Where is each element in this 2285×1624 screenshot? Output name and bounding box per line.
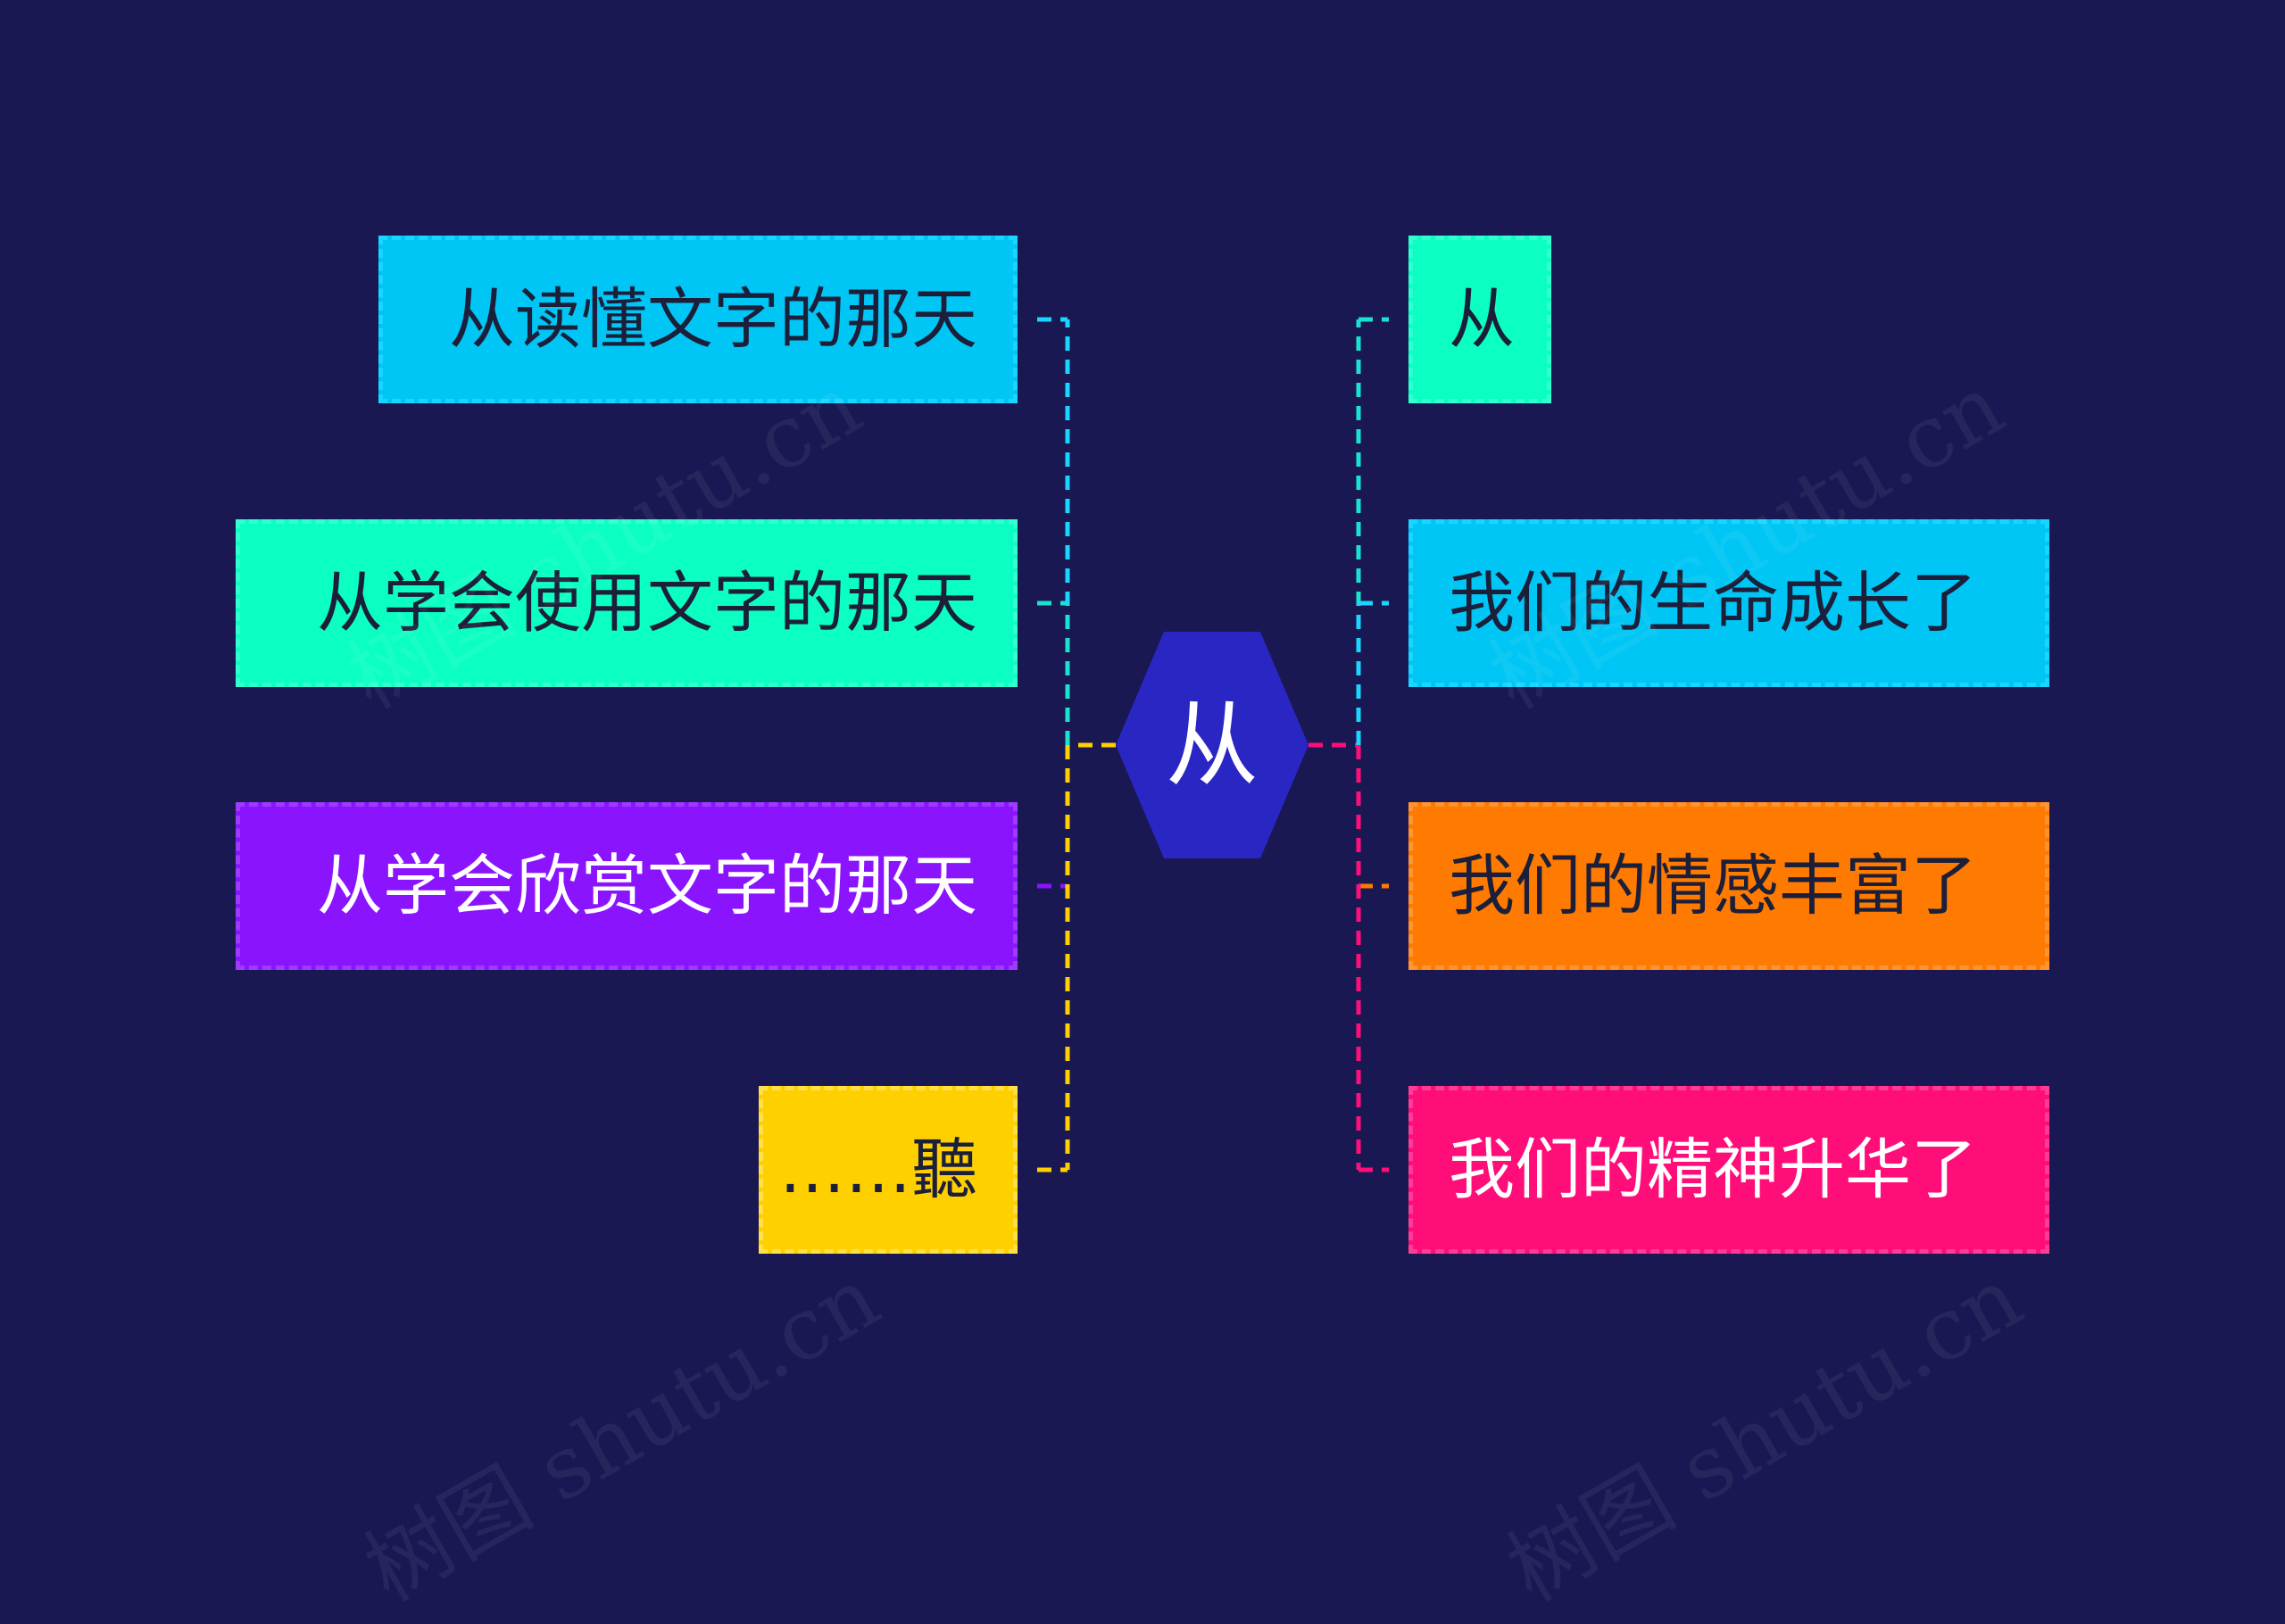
right-branch-label-1: 从 bbox=[1449, 281, 1515, 358]
right-branch-label-2: 我们的生命成长了 bbox=[1449, 565, 1977, 642]
left-branch-node-4[interactable]: ……聽 bbox=[759, 1086, 1018, 1254]
center-topic-label: 从 bbox=[1165, 691, 1259, 800]
mind-map-canvas: 从 从读懂文字的那天 从学会使用文字的那天 从学会欣赏文字的那天 ……聽 从 我… bbox=[236, 236, 2049, 1620]
left-branch-label-3: 从学会欣赏文字的那天 bbox=[317, 848, 977, 924]
left-branch-node-1[interactable]: 从读懂文字的那天 bbox=[378, 236, 1018, 403]
left-branch-label-1: 从读懂文字的那天 bbox=[449, 281, 977, 358]
left-branch-node-3[interactable]: 从学会欣赏文字的那天 bbox=[236, 802, 1018, 970]
connector-lines bbox=[1037, 317, 1389, 1172]
left-branch-label-2: 从学会使用文字的那天 bbox=[317, 565, 977, 642]
right-branch-node-1[interactable]: 从 bbox=[1408, 236, 1551, 403]
right-branch-node-3[interactable]: 我们的情感丰富了 bbox=[1408, 802, 2049, 970]
left-branch-node-2[interactable]: 从学会使用文字的那天 bbox=[236, 519, 1018, 687]
right-branch-label-3: 我们的情感丰富了 bbox=[1449, 848, 1977, 924]
left-branch-label-4: ……聽 bbox=[779, 1131, 977, 1208]
right-branch-node-4[interactable]: 我们的精神升华了 bbox=[1408, 1086, 2049, 1254]
right-branch-label-4: 我们的精神升华了 bbox=[1449, 1131, 1977, 1208]
right-branch-node-2[interactable]: 我们的生命成长了 bbox=[1408, 519, 2049, 687]
